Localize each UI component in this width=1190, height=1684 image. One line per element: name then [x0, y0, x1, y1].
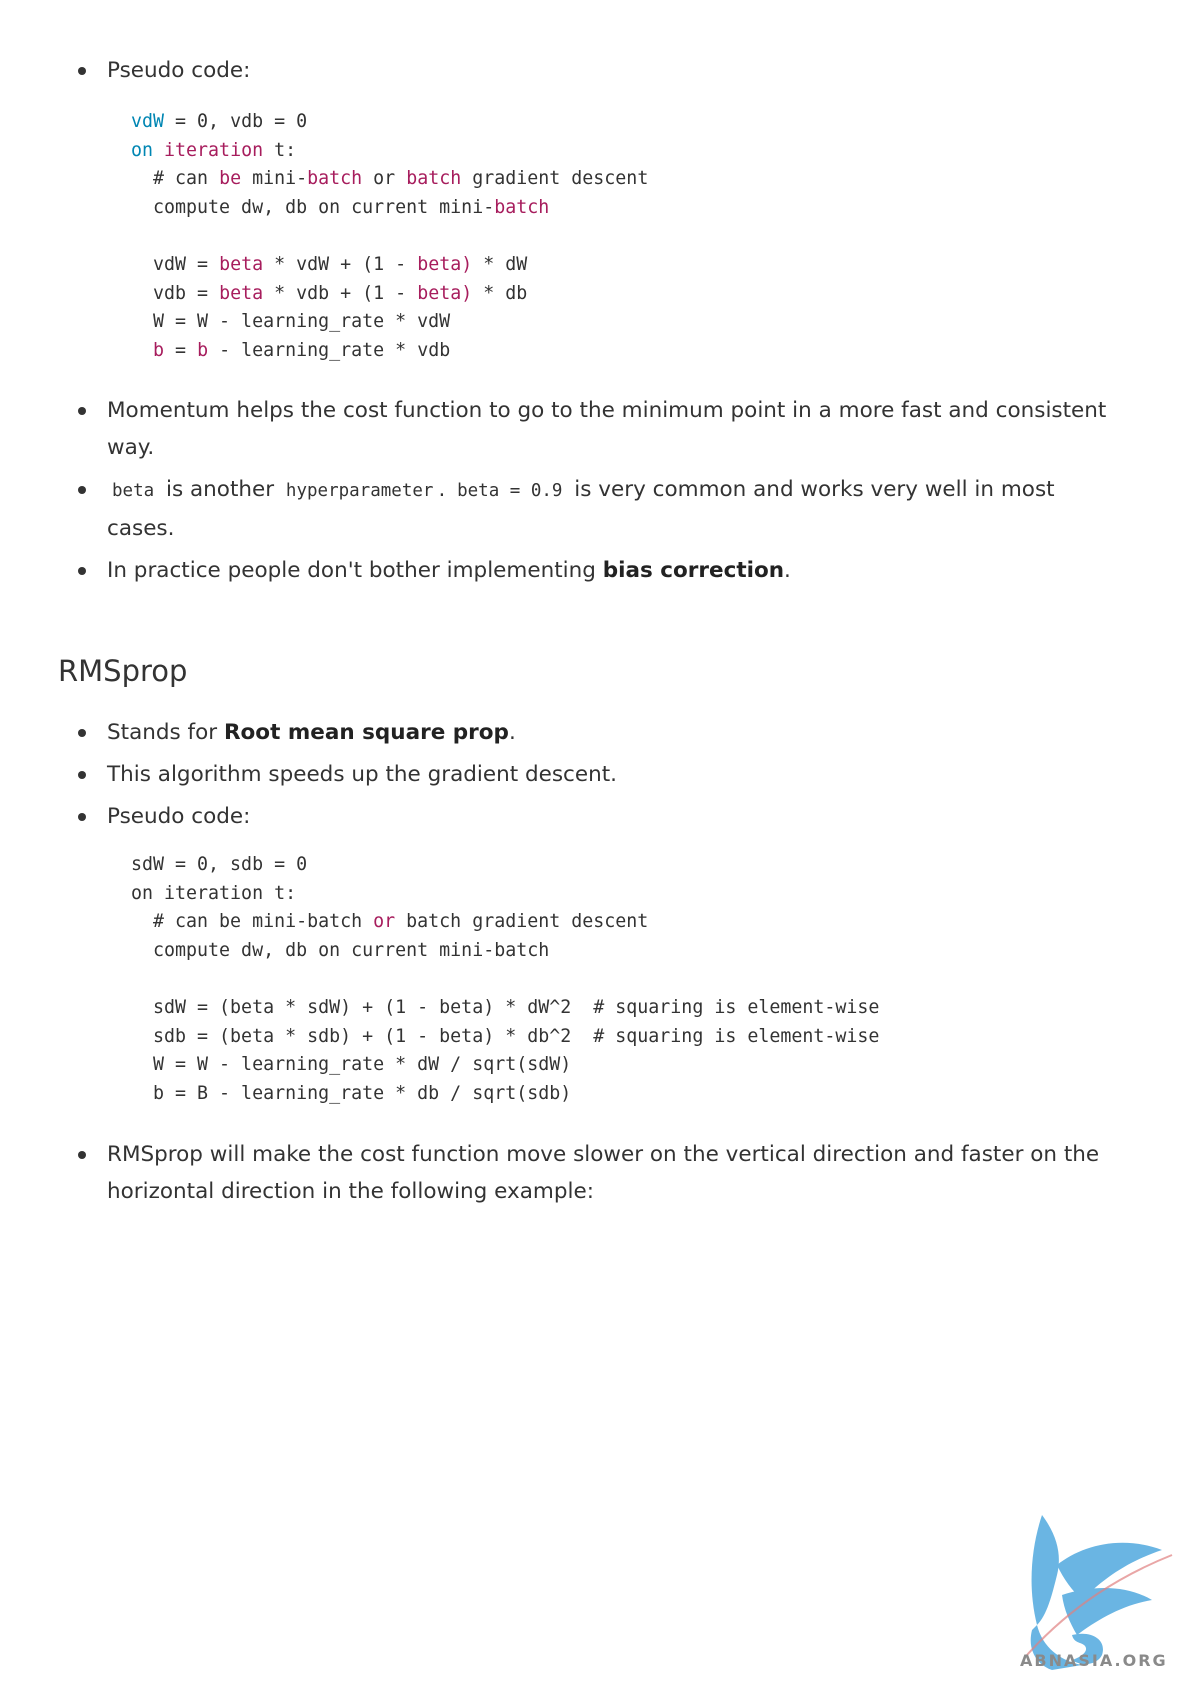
watermark-text: ABNASIA.ORG — [1020, 1651, 1168, 1670]
list-item: Stands for Root mean square prop. — [78, 714, 1108, 751]
inline-code-beta-value: beta = 0.9 — [457, 481, 563, 501]
rmsprop-heading: RMSprop — [58, 654, 188, 688]
momentum-code-line: vdW = 0, vdb = 0 — [131, 111, 308, 132]
inline-code-beta: beta — [112, 481, 155, 501]
rmsprop-code-line: # can be mini-batch or batch gradient de… — [131, 911, 649, 933]
momentum-code-line: compute dw, db on current mini-batch — [131, 196, 550, 218]
rmsprop-code-line: b = B - learning_rate * db / sqrt(sdb) — [131, 1082, 572, 1104]
momentum-notes-list: Momentum helps the cost function to go t… — [78, 392, 1108, 589]
momentum-code-line: vdW = beta * vdW + (1 - beta) * dW — [131, 253, 528, 275]
momentum-code-line: W = W - learning_rate * vdW — [131, 311, 451, 333]
list-item: RMSprop will make the cost function move… — [78, 1136, 1108, 1210]
inline-code-hyperparameter: hyperparameter — [285, 481, 434, 501]
momentum-code-line: vdb = beta * vdb + (1 - beta) * db — [131, 282, 528, 304]
list-item: Pseudo code: — [78, 52, 1108, 89]
momentum-code-line: b = b - learning_rate * vdb — [153, 339, 451, 361]
rmsprop-code-line: on iteration t: — [131, 882, 297, 904]
rmsprop-notes-list: RMSprop will make the cost function move… — [78, 1136, 1108, 1210]
root-mean-square-bold: Root mean square prop — [223, 720, 509, 745]
list-item: Pseudo code: — [78, 798, 1108, 835]
rmsprop-code-line: sdW = (beta * sdW) + (1 - beta) * dW^2 #… — [131, 996, 880, 1018]
list-item: Momentum helps the cost function to go t… — [78, 392, 1108, 466]
list-item: In practice people don't bother implemen… — [78, 552, 1108, 589]
winged-lion-logo-icon — [1026, 1515, 1173, 1670]
momentum-code-block: vdW = 0, vdb = 0 on iteration t: # can b… — [131, 108, 648, 365]
rmsprop-intro-list: Stands for Root mean square prop. This a… — [78, 714, 1108, 835]
rmsprop-code-line: W = W - learning_rate * dW / sqrt(sdW) — [131, 1054, 572, 1076]
rmsprop-code-line: compute dw, db on current mini-batch — [131, 939, 550, 961]
rmsprop-code-block: sdW = 0, sdb = 0 on iteration t: # can b… — [131, 851, 879, 1108]
list-item: This algorithm speeds up the gradient de… — [78, 756, 1108, 793]
pseudo-code-list-1: Pseudo code: — [78, 52, 1108, 89]
list-item: beta is another hyperparameter. beta = 0… — [78, 471, 1108, 547]
momentum-code-line: on iteration t: — [131, 139, 297, 161]
momentum-code-line: # can be mini-batch or batch gradient de… — [131, 168, 649, 190]
rmsprop-code-line: sdW = 0, sdb = 0 — [131, 854, 308, 875]
bias-correction-bold: bias correction — [602, 558, 785, 583]
rmsprop-code-line: sdb = (beta * sdb) + (1 - beta) * db^2 #… — [131, 1025, 880, 1047]
